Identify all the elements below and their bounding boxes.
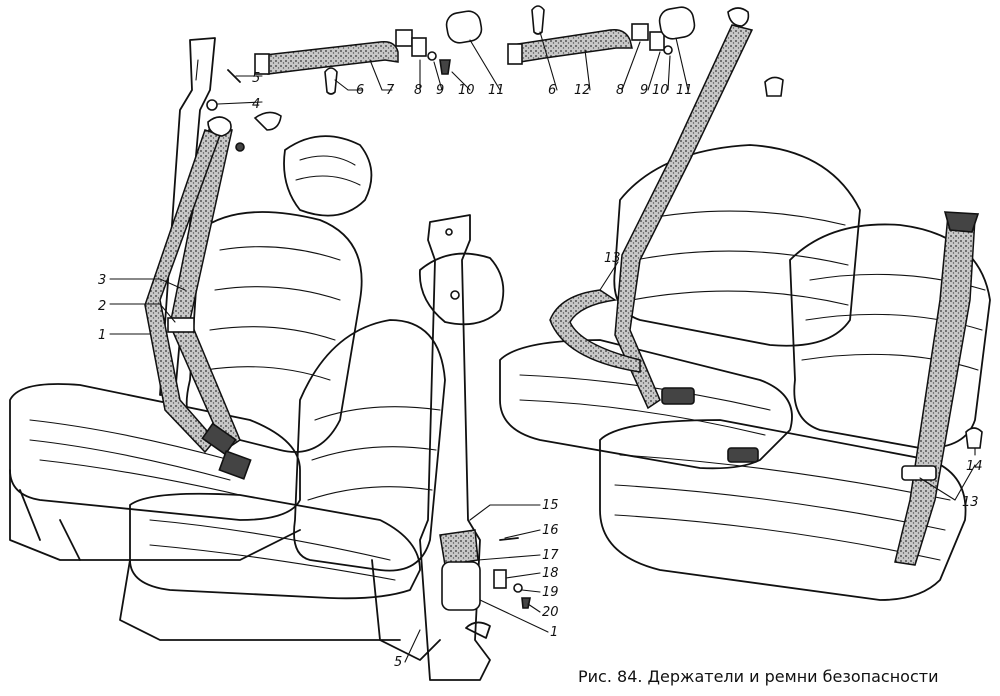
parts-row-left <box>254 10 483 95</box>
callout-5: 5 <box>394 655 402 670</box>
callout-9: 9 <box>640 83 648 98</box>
cover-sleeve-11 <box>445 10 483 44</box>
callout-labels: 3 2 1 5 4 6 7 8 9 10 11 6 12 8 9 10 11 1… <box>98 71 983 670</box>
callout-10: 10 <box>458 83 475 98</box>
callout-19: 19 <box>542 585 559 600</box>
callout-20: 20 <box>542 605 559 620</box>
upper-anchor <box>207 116 232 137</box>
callout-4: 4 <box>252 97 260 112</box>
callout-11: 11 <box>488 83 505 98</box>
center-pillar <box>419 214 531 681</box>
parts-row-right <box>507 5 696 65</box>
cover-cap <box>253 111 282 131</box>
callout-1: 1 <box>98 328 106 343</box>
callout-5: 5 <box>252 71 260 86</box>
callout-13: 13 <box>962 495 979 510</box>
callout-13: 13 <box>604 251 621 266</box>
left-front-seat <box>9 135 373 561</box>
clip-6 <box>324 67 338 95</box>
callout-10: 10 <box>652 83 669 98</box>
middle-front-seat <box>119 252 505 661</box>
callout-7: 7 <box>386 83 395 98</box>
callout-17: 17 <box>542 548 559 563</box>
callout-8: 8 <box>414 83 422 98</box>
callout-11: 11 <box>676 83 693 98</box>
callout-6: 6 <box>548 83 556 98</box>
callout-8: 8 <box>616 83 624 98</box>
left-belt-buckle <box>201 422 237 456</box>
rear-buckle <box>661 387 695 405</box>
callout-9: 9 <box>436 83 444 98</box>
button-14 <box>965 427 983 449</box>
callout-16: 16 <box>542 523 559 538</box>
left-belt-webbing <box>144 69 282 480</box>
callout-1: 1 <box>550 625 558 640</box>
callout-14: 14 <box>966 459 983 474</box>
callout-18: 18 <box>542 566 559 581</box>
callout-15: 15 <box>542 498 559 513</box>
callout-3: 3 <box>98 273 106 288</box>
leader-lines <box>109 31 976 663</box>
callout-6: 6 <box>356 83 364 98</box>
rear-belts <box>549 7 983 566</box>
retractor-17 <box>441 561 481 611</box>
figure-caption: Рис. 84. Держатели и ремни безопасности <box>578 667 938 686</box>
callout-2: 2 <box>98 299 106 314</box>
callout-12: 12 <box>574 83 591 98</box>
bolt-5 <box>227 69 241 83</box>
